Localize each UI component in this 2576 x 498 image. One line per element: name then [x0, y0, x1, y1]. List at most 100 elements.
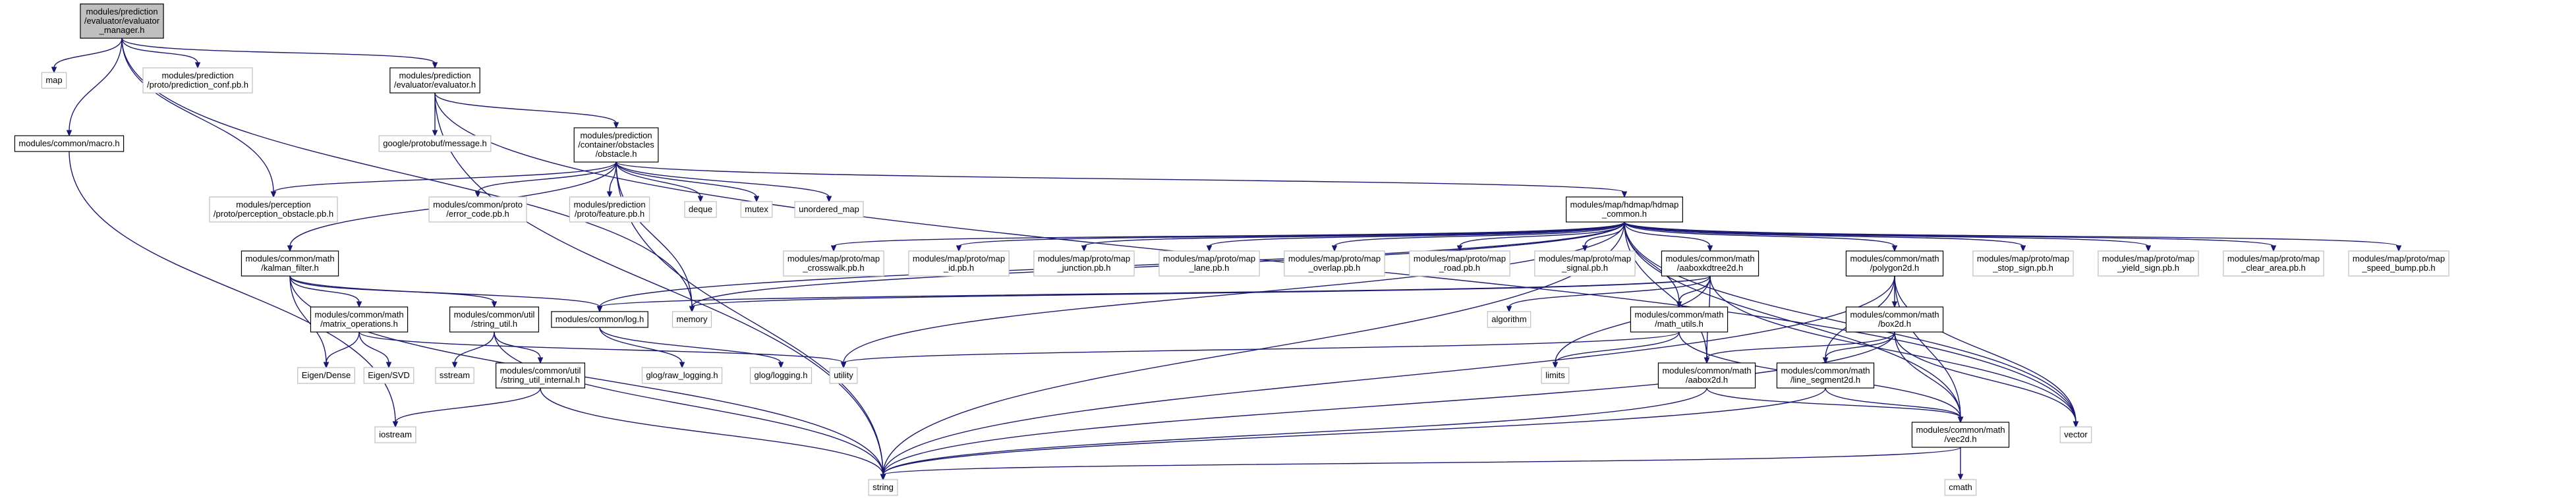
node-clear-area: modules/map/proto/map_clear_area.pb.h	[2223, 250, 2324, 277]
edge-vec2d-to-string	[880, 447, 1961, 481]
edge-aabox2d-to-vec2d	[1706, 387, 1964, 424]
node-box	[14, 135, 125, 152]
node-box	[2059, 426, 2092, 443]
node-box	[2223, 250, 2324, 277]
node-box	[749, 367, 813, 384]
node-label: /obstacle.h	[596, 149, 637, 159]
edge-obstacle-to-perc-obstacle	[270, 161, 617, 198]
node-label: string	[873, 482, 894, 492]
edge-polygon2d-to-vec2d	[1894, 275, 1964, 424]
node-box	[1566, 196, 1683, 223]
edge-hdmap-common-to-junction	[1081, 221, 1625, 252]
node-overlap: modules/map/proto/map_overlap.pb.h	[1284, 250, 1385, 277]
node-math-utils[interactable]: modules/common/math/math_utils.h	[1630, 306, 1729, 333]
node-label: modules/map/proto/map	[1288, 254, 1381, 263]
node-box	[908, 250, 1010, 277]
node-root[interactable]: modules/prediction/evaluator/evaluator_m…	[80, 3, 164, 39]
node-label: modules/map/proto/map	[787, 254, 880, 263]
edge-string-util-to-string-util-internal	[494, 331, 544, 364]
node-box	[41, 72, 67, 89]
node-glog: glog/logging.h	[749, 367, 813, 384]
node-mutex: mutex	[740, 201, 773, 218]
edge-string-util-to-string	[494, 331, 886, 481]
node-label: modules/map/proto/map	[2102, 254, 2194, 263]
node-pred-conf: modules/prediction/proto/prediction_conf…	[142, 67, 253, 94]
node-matrix-ops[interactable]: modules/common/math/matrix_operations.h	[310, 306, 409, 333]
node-label: glog/logging.h	[755, 370, 808, 380]
edge-aaboxkdtree-to-algorithm	[1506, 275, 1711, 313]
node-road: modules/map/proto/map_road.pb.h	[1409, 250, 1510, 277]
node-label: modules/map/proto/map	[913, 254, 1005, 263]
node-label: _overlap.pb.h	[1308, 263, 1361, 273]
node-label: glog/raw_logging.h	[646, 370, 718, 380]
node-box	[740, 201, 773, 218]
node-label: sstream	[440, 370, 470, 380]
node-label: modules/common/math	[1916, 425, 2005, 435]
node-label: /box2d.h	[1878, 319, 1911, 329]
node-label: algorithm	[1491, 314, 1526, 324]
node-label: /string_util_internal.h	[501, 375, 580, 385]
node-label: /proto/feature.pb.h	[575, 209, 644, 219]
node-label: modules/map/proto/map	[2353, 254, 2445, 263]
node-box	[389, 67, 480, 94]
node-cmath: cmath	[1944, 479, 1977, 496]
node-box	[1534, 250, 1636, 277]
node-label: modules/common/proto	[433, 200, 523, 209]
node-map-id: modules/map/proto/map_id.pb.h	[908, 250, 1010, 277]
node-box	[1541, 367, 1570, 384]
node-box	[310, 306, 409, 333]
node-aabox2d[interactable]: modules/common/math/aabox2d.h	[1657, 362, 1756, 389]
node-utility: utility	[829, 367, 858, 384]
node-box	[1911, 422, 2010, 448]
edge-hdmap-common-to-lane	[1206, 221, 1625, 252]
nodes-layer: modules/prediction/evaluator/evaluator_m…	[14, 3, 2449, 496]
node-box	[783, 250, 884, 277]
edge-hdmap-common-to-overlap	[1331, 221, 1625, 252]
node-label: /aabox2d.h	[1686, 375, 1728, 385]
edge-hdmap-common-to-map-id	[956, 221, 1625, 252]
node-kalman[interactable]: modules/common/math/kalman_filter.h	[241, 250, 339, 277]
node-label: modules/common/math	[1781, 366, 1870, 375]
node-iostream: iostream	[374, 426, 416, 443]
node-label: modules/prediction	[86, 7, 157, 16]
node-aaboxkdtree[interactable]: modules/common/math/aaboxkdtree2d.h	[1661, 250, 1760, 277]
node-eigen-dense: Eigen/Dense	[297, 367, 355, 384]
node-log[interactable]: modules/common/log.h	[551, 311, 648, 328]
node-label: /vec2d.h	[1944, 434, 1976, 444]
node-label: /kalman_filter.h	[261, 263, 318, 273]
node-lane: modules/map/proto/map_lane.pb.h	[1159, 250, 1260, 277]
node-label: modules/map/proto/map	[1539, 254, 1631, 263]
node-box	[2098, 250, 2199, 277]
node-evaluator[interactable]: modules/prediction/evaluator/evaluator.h	[389, 67, 480, 94]
node-label: modules/perception	[236, 200, 310, 209]
edge-polygon2d-to-vector	[1894, 275, 2079, 428]
node-line-segment[interactable]: modules/common/math/line_segment2d.h	[1776, 362, 1875, 389]
edge-line-segment-to-string	[880, 387, 1826, 481]
node-limits: limits	[1541, 367, 1570, 384]
node-polygon2d[interactable]: modules/common/math/polygon2d.h	[1845, 250, 1944, 277]
node-label: _signal.pb.h	[1561, 263, 1608, 273]
node-map: map	[41, 72, 67, 89]
node-eigen-svd: Eigen/SVD	[363, 367, 415, 384]
node-macro[interactable]: modules/common/macro.h	[14, 135, 125, 152]
node-label: modules/common/util	[500, 366, 581, 375]
node-label: unordered_map	[799, 204, 859, 214]
edge-aaboxkdtree-to-log	[596, 275, 1711, 313]
node-string-util-internal[interactable]: modules/common/util/string_util_internal…	[495, 362, 586, 389]
node-vec2d[interactable]: modules/common/math/vec2d.h	[1911, 422, 2010, 448]
edge-obstacle-to-hdmap-common	[615, 161, 1628, 198]
node-box	[794, 201, 864, 218]
node-deque: deque	[684, 201, 717, 218]
node-box2d[interactable]: modules/common/math/box2d.h	[1845, 306, 1944, 333]
node-obstacle[interactable]: modules/prediction/container/obstacles/o…	[573, 127, 659, 163]
edge-log-to-glog-raw	[599, 327, 685, 369]
edge-matrix-ops-to-utility	[358, 331, 847, 369]
node-hdmap-common[interactable]: modules/map/hdmap/hdmap_common.h	[1566, 196, 1683, 223]
node-label: modules/common/math	[1662, 366, 1751, 375]
node-box	[1409, 250, 1510, 277]
node-box	[868, 479, 898, 496]
node-string-util[interactable]: modules/common/util/string_util.h	[449, 306, 540, 333]
edge-root-to-map	[51, 38, 123, 74]
edge-line-segment-to-vec2d	[1825, 387, 1964, 424]
node-label: /proto/prediction_conf.pb.h	[147, 80, 248, 90]
